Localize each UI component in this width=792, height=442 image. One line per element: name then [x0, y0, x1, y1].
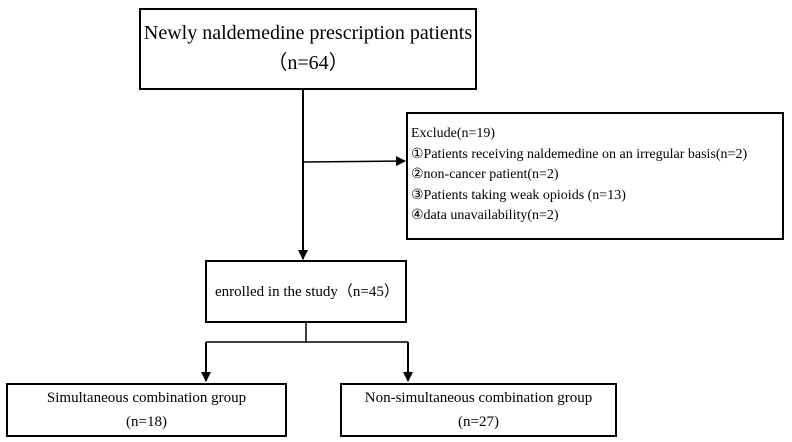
exclude-item: ②non-cancer patient(n=2) — [411, 167, 559, 182]
enrolled-box: enrolled in the study（n=45） — [205, 260, 407, 323]
enrolled-text: enrolled in the study（n=45） — [215, 283, 399, 300]
exclude-item: ③Patients taking weak opioids (n=13) — [411, 187, 626, 203]
top-box-line2: （n=64） — [267, 52, 349, 74]
exclude-box: Exclude(n=19) ①Patients receiving naldem… — [406, 112, 784, 240]
top-box: Newly naldemedine prescription patients … — [139, 8, 477, 90]
right-group-line2: (n=27) — [458, 414, 499, 430]
left-group-line2: (n=18) — [126, 414, 167, 430]
exclude-item: ④data unavailability(n=2) — [411, 208, 559, 223]
exclude-item: ①Patients receiving naldemedine on an ir… — [411, 146, 748, 162]
left-group-box: Simultaneous combination group (n=18) — [6, 383, 287, 437]
top-box-line1: Newly naldemedine prescription patients — [143, 22, 473, 44]
right-group-box: Non-simultaneous combination group (n=27… — [340, 383, 617, 437]
exclude-title: Exclude(n=19) — [411, 126, 496, 141]
right-group-line1: Non-simultaneous combination group — [364, 390, 593, 406]
left-group-line1: Simultaneous combination group — [46, 390, 247, 406]
arrow-to-exclude — [302, 156, 406, 167]
